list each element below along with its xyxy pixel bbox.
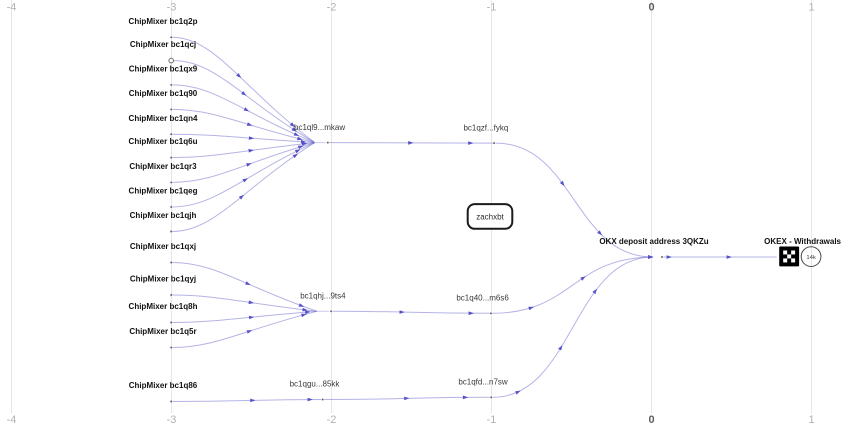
- svg-text:0: 0: [648, 414, 654, 426]
- svg-text:ChipMixer bc1qxj: ChipMixer bc1qxj: [130, 242, 196, 251]
- svg-text:bc1qzf...fykq: bc1qzf...fykq: [463, 123, 508, 132]
- svg-text:-2: -2: [327, 1, 337, 13]
- svg-text:ChipMixer bc1qeg: ChipMixer bc1qeg: [129, 187, 198, 196]
- svg-text:ChipMixer bc1qr3: ChipMixer bc1qr3: [129, 162, 197, 171]
- svg-text:ChipMixer bc1qx9: ChipMixer bc1qx9: [129, 65, 198, 74]
- svg-text:1: 1: [808, 414, 814, 426]
- svg-text:-3: -3: [167, 414, 177, 426]
- svg-text:-1: -1: [487, 414, 497, 426]
- svg-text:bc1qgu...85kk: bc1qgu...85kk: [290, 380, 341, 389]
- svg-text:bc1qhj...9ts4: bc1qhj...9ts4: [300, 292, 346, 301]
- svg-text:OKEX - Withdrawals: OKEX - Withdrawals: [764, 237, 841, 246]
- svg-text:14k: 14k: [806, 255, 816, 261]
- svg-text:bc1q40...m6s6: bc1q40...m6s6: [456, 294, 509, 303]
- svg-text:ChipMixer bc1q2p: ChipMixer bc1q2p: [129, 17, 198, 26]
- svg-text:-2: -2: [327, 414, 337, 426]
- svg-text:OKX deposit address 3QKZu: OKX deposit address 3QKZu: [599, 237, 708, 246]
- svg-text:ChipMixer bc1q90: ChipMixer bc1q90: [129, 89, 198, 98]
- svg-text:ChipMixer bc1qn4: ChipMixer bc1qn4: [129, 114, 198, 123]
- svg-text:ChipMixer bc1q6u: ChipMixer bc1q6u: [129, 137, 198, 146]
- svg-text:-4: -4: [7, 1, 17, 13]
- svg-text:bc1qfd...n7sw: bc1qfd...n7sw: [458, 378, 508, 387]
- svg-text:ChipMixer bc1q86: ChipMixer bc1q86: [129, 381, 198, 390]
- svg-text:ChipMixer bc1q8h: ChipMixer bc1q8h: [129, 302, 198, 311]
- svg-text:-1: -1: [487, 1, 497, 13]
- svg-text:-4: -4: [7, 414, 17, 426]
- svg-text:ChipMixer bc1qyj: ChipMixer bc1qyj: [130, 275, 196, 284]
- svg-text:ChipMixer bc1qcj: ChipMixer bc1qcj: [130, 40, 196, 49]
- svg-text:bc1ql9...mkaw: bc1ql9...mkaw: [294, 123, 345, 132]
- svg-text:1: 1: [808, 1, 814, 13]
- svg-text:zachxbt: zachxbt: [476, 213, 504, 222]
- svg-text:ChipMixer bc1qjh: ChipMixer bc1qjh: [130, 211, 197, 220]
- svg-text:ChipMixer bc1q5r: ChipMixer bc1q5r: [129, 327, 196, 336]
- svg-text:-3: -3: [167, 1, 177, 13]
- svg-text:0: 0: [648, 1, 654, 13]
